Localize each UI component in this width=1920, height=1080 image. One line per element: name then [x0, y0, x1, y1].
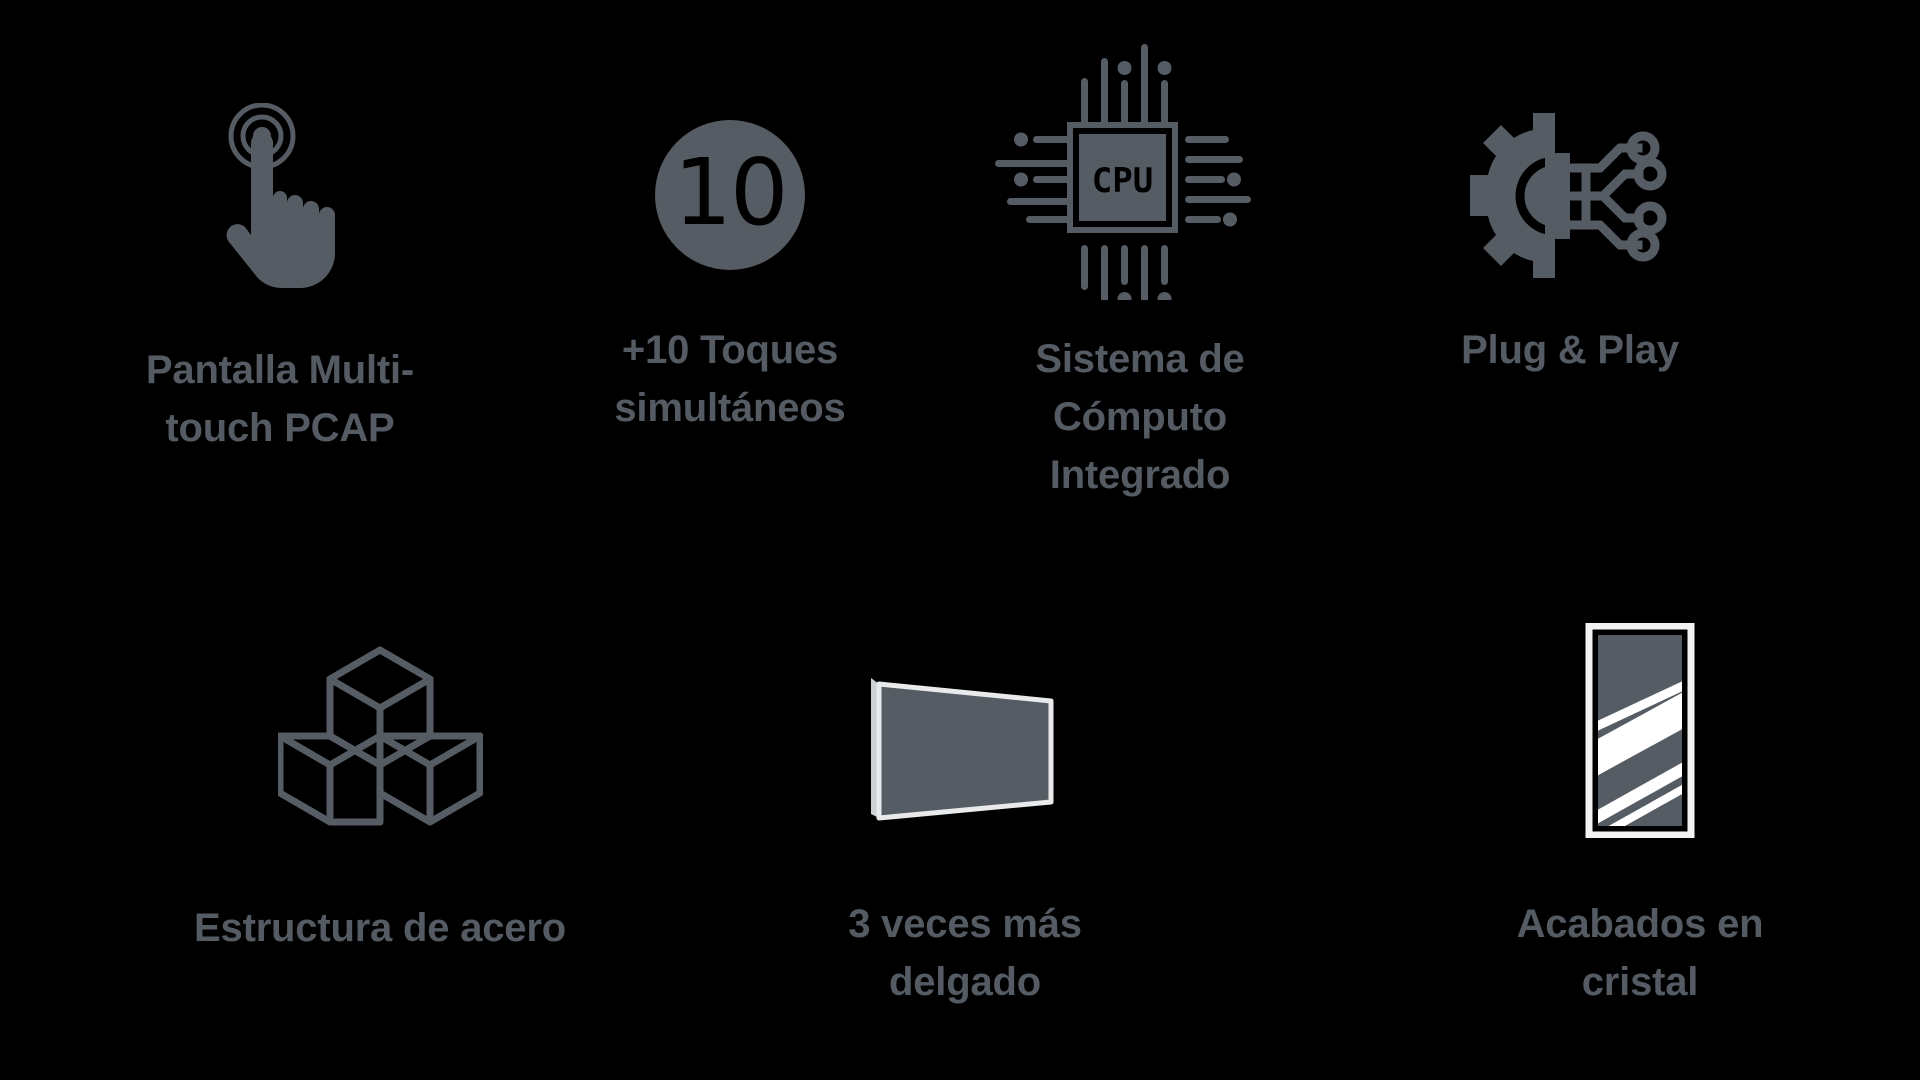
- feature-label-steel: Estructura de acero: [194, 906, 566, 950]
- ten-badge-circle: 10: [655, 120, 805, 270]
- feature-item-steel: Estructura de acero: [140, 615, 620, 957]
- feature-item-thin: 3 veces más delgado: [745, 640, 1185, 1011]
- feature-item-touches: 10 +10 Toques simultáneos: [510, 95, 950, 437]
- feature-label-thin: 3 veces más delgado: [848, 902, 1082, 1004]
- ten-badge-value: 10: [673, 139, 788, 246]
- ten-badge-icon: 10: [655, 95, 805, 295]
- feature-label-multitouch: Pantalla Multi- touch PCAP: [145, 348, 415, 450]
- feature-item-cpu: CPU Sistema de Cómputo Integrado: [935, 30, 1345, 504]
- feature-item-multitouch: Pantalla Multi- touch PCAP: [40, 95, 520, 457]
- feature-item-plugplay: Plug & Play: [1345, 95, 1795, 379]
- isometric-cubes-icon: [277, 615, 483, 855]
- cpu-chip-text: CPU: [1092, 161, 1153, 201]
- feature-label-plugplay: Plug & Play: [1461, 328, 1679, 372]
- thin-panel-icon: [865, 640, 1065, 855]
- gear-circuit-icon: [1460, 95, 1680, 295]
- feature-item-glass: Acabados en cristal: [1420, 605, 1860, 1011]
- glass-panel-icon: [1585, 605, 1695, 855]
- feature-label-cpu: Sistema de Cómputo Integrado: [1035, 337, 1245, 497]
- touch-hand-icon: [215, 95, 345, 295]
- feature-label-glass: Acabados en cristal: [1516, 902, 1764, 1004]
- feature-label-touches: +10 Toques simultáneos: [614, 328, 846, 430]
- cpu-chip-icon: CPU: [995, 30, 1285, 300]
